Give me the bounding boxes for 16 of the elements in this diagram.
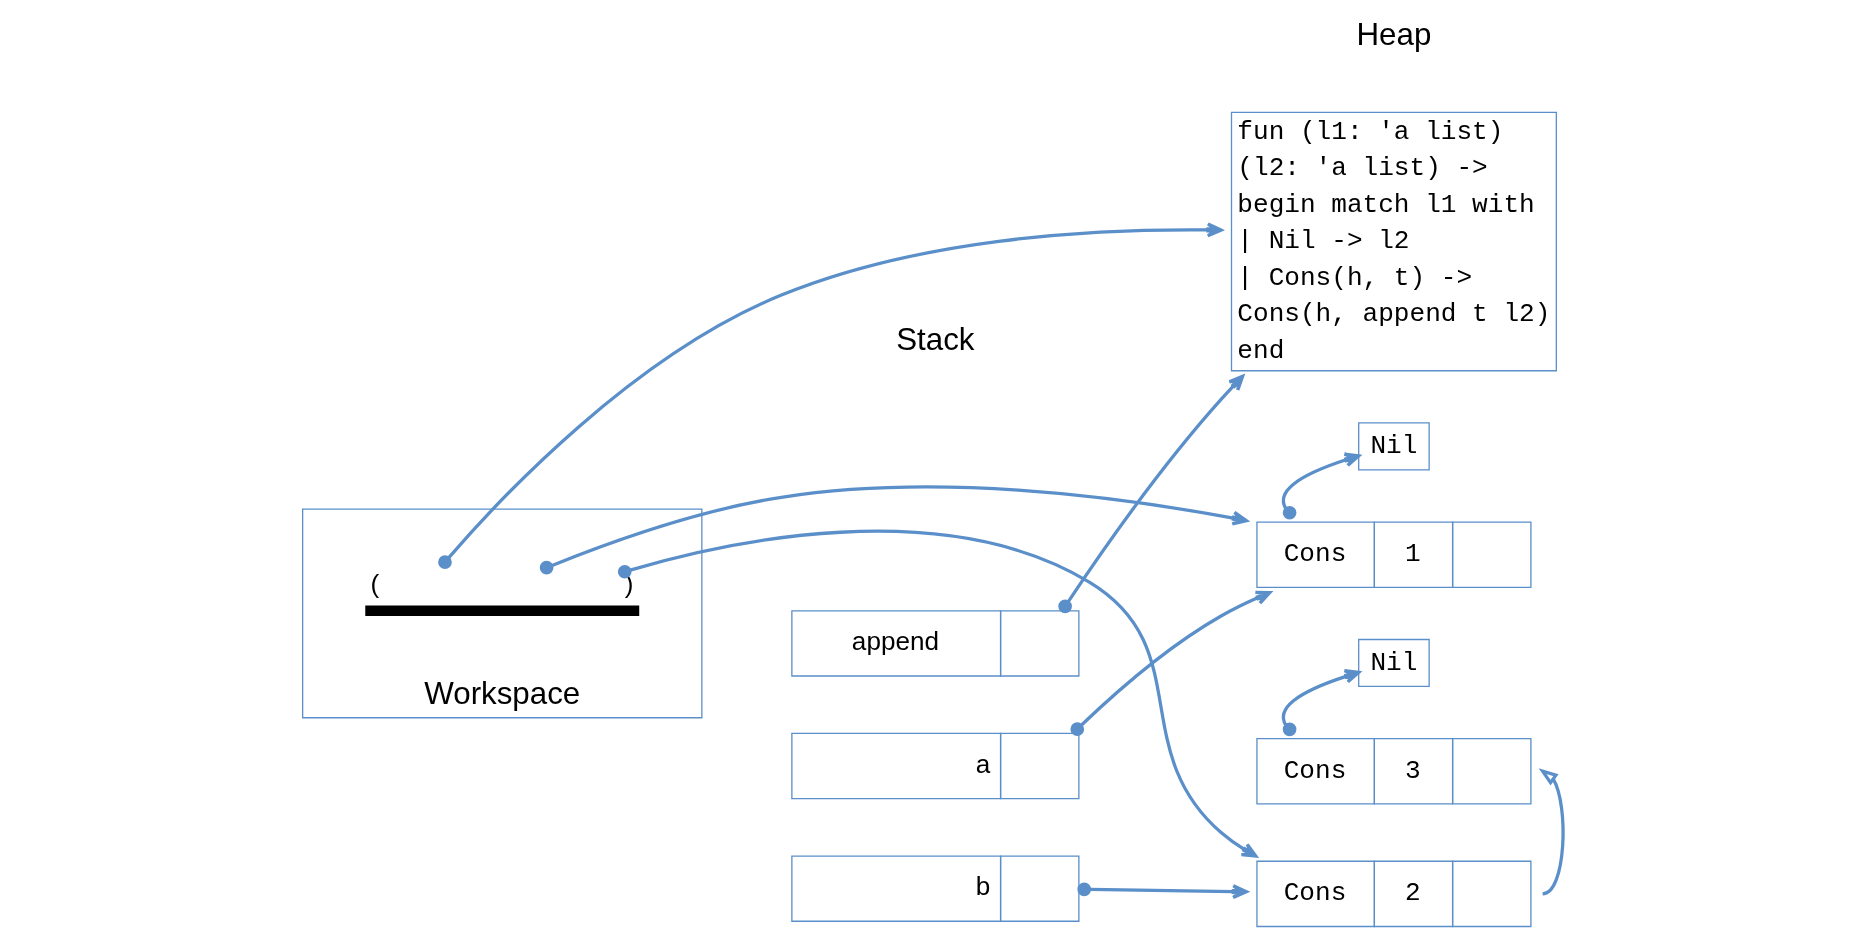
arrow [437,222,1223,569]
node-label: ( [369,568,379,599]
arrow [1057,374,1244,614]
arrow [1076,882,1248,899]
label: Stack [895,322,975,358]
node-box [364,605,639,616]
label: Heap [1356,16,1431,52]
node-box: Nil [1357,638,1430,688]
arrow [1069,590,1271,736]
node-box: fun (l1: 'a list) (l2: 'a list) -> begin match l1 with | Nil -> l2 | Cons(h, t) -> Cons(h, append t l2) end [1230,111,1557,372]
arrow [539,485,1248,575]
arrow [617,529,1257,858]
arrow [1538,768,1565,896]
node-box: Nil [1357,422,1430,471]
arrow [1281,669,1360,737]
arrow [1281,452,1360,520]
